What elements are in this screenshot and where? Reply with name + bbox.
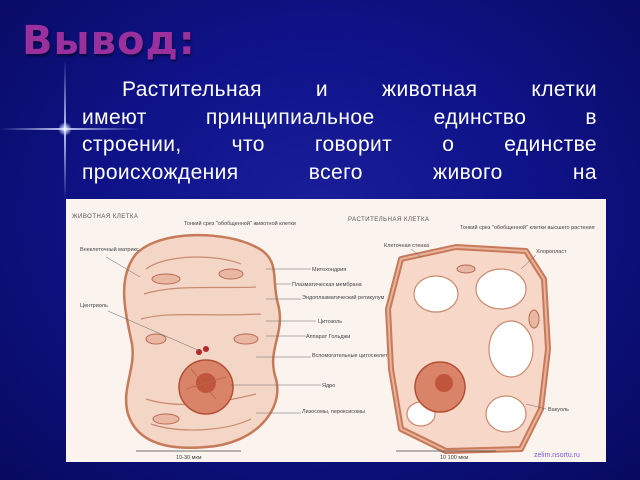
slide-title: Вывод: [22,18,196,64]
label-plasma-membrane: Плазматическая мембрана [292,282,363,288]
label-cytosol: Цитозоль [318,319,342,325]
label-centriole: Центриоль [80,303,108,309]
label-mitochondrion: Митохондрия [312,267,346,273]
slide-paragraph: Растительная и животная клетки имеют при… [82,76,597,186]
label-nucleus: Ядро [322,383,335,389]
animal-cell [122,233,282,449]
center-labels: Митохондрия Плазматическая мембрана Эндо… [231,267,391,415]
cell-diagram-svg: ЖИВОТНАЯ КЛЕТКА Тонкий срез "обобщенной"… [72,214,595,461]
label-extracellular-matrix: Внеклеточный матрикс [80,246,139,253]
animal-cell-subheader: Тонкий срез "обобщенной" животной клетки [184,220,296,227]
label-golgi: Аппарат Гольджи [306,334,350,340]
decorative-sparkle-core [58,122,72,136]
paragraph-line-1: Растительная и животная клетки [122,78,597,101]
plant-cell-header: РАСТИТЕЛЬНАЯ КЛЕТКА [348,217,430,223]
label-cell-wall: Клеточная стенка [384,243,430,249]
paragraph-line-4: происхождения всего живого на [82,160,597,184]
paragraph-line-2: имеют принципиальное единство в [82,105,597,129]
label-vacuole: Вакуоль [548,407,569,413]
label-lysosomes: Лизосомы, пероксисомы [302,409,365,415]
animal-cell-header: ЖИВОТНАЯ КЛЕТКА [72,214,138,220]
label-endoplasmic-reticulum: Эндоплазматический ретикулум [302,294,385,301]
label-cytoskeleton: Вспомогательные цитоскелета [312,353,391,359]
plant-cell-subheader: Тонкий срез "обобщенной" клетки высшего … [460,224,595,231]
scale-label-plant: 10 100 мкм [440,455,469,461]
watermark: zelim.nsortu.ru [534,452,580,459]
paragraph-line-3: строении, что говорит о единстве [82,133,597,156]
scale-label-animal: 10-30 мкм [176,455,202,461]
cell-diagram-figure: ЖИВОТНАЯ КЛЕТКА Тонкий срез "обобщенной"… [66,199,606,462]
label-chloroplast: Хлоропласт [536,249,567,255]
plant-cell [385,244,551,454]
